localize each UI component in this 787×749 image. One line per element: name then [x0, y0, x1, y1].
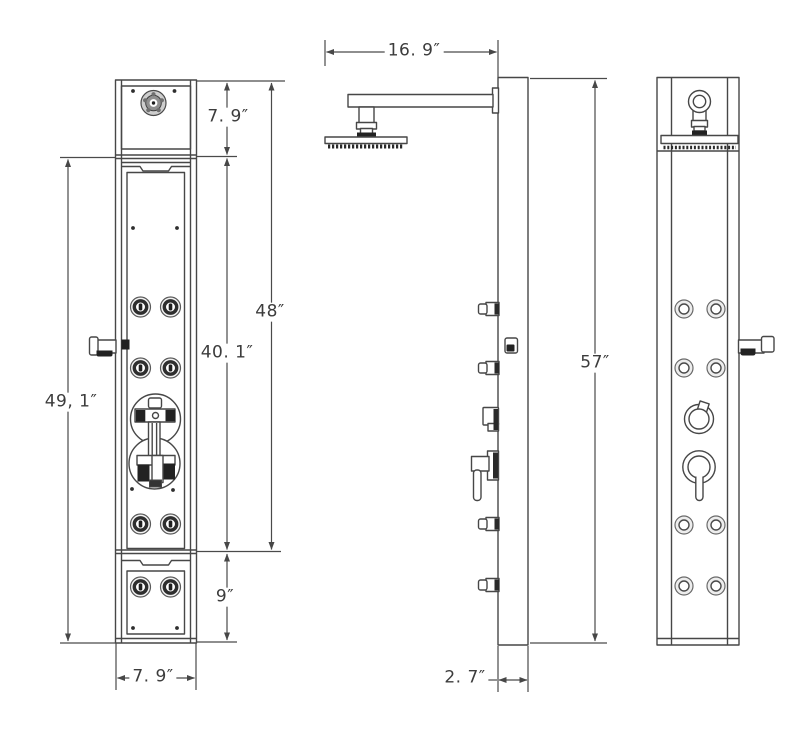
ball-joint [355, 106, 378, 138]
body-jet [128, 512, 153, 536]
diverter-knob-side [482, 406, 500, 432]
body-jet [674, 515, 694, 535]
dim-label-left-total: 49, 1″ [41, 392, 101, 412]
body-jet [674, 358, 694, 378]
panel-outline [656, 76, 740, 646]
jet-side [477, 301, 500, 317]
diverter-knob [683, 400, 715, 435]
jet-side [477, 360, 500, 376]
body-jet [706, 299, 726, 319]
screw-hole [175, 226, 179, 230]
main-section-box [126, 171, 186, 550]
tub-spout-right [737, 335, 775, 356]
dim-label-panel-width: 7. 9″ [129, 667, 177, 687]
rain-shower-head [324, 136, 408, 145]
screw-hole [131, 626, 135, 630]
dim-panel-depth [486, 646, 529, 692]
screw-hole [175, 626, 179, 630]
body-jet [706, 358, 726, 378]
body-jet [158, 512, 183, 536]
body-jet [158, 295, 183, 319]
screw-hole [171, 488, 175, 492]
panel-side-outline [497, 76, 529, 646]
dim-label-overall-height: 57″ [577, 353, 613, 373]
dim-label-main-span: 40. 1″ [197, 343, 257, 363]
mixer-lever [695, 476, 704, 502]
body-jet [128, 295, 153, 319]
dim-label-top-section: 7. 9″ [204, 107, 252, 127]
dim-label-panel-depth: 2. 7″ [441, 668, 489, 688]
jet-side [477, 516, 500, 532]
top-section-box [120, 85, 192, 150]
front-finished-view [656, 76, 775, 646]
dim-label-upper-span: 48″ [252, 302, 288, 322]
mixer-knob [682, 450, 716, 502]
screw-hole [130, 487, 134, 491]
body-jet [128, 575, 153, 599]
arm-supply-fitting [140, 89, 167, 117]
spout-end-side [504, 337, 519, 354]
shower-head-edge [660, 134, 739, 145]
body-jet [706, 515, 726, 535]
body-jet [158, 575, 183, 599]
bottom-section-box [126, 570, 186, 635]
arm-joint-front [687, 89, 712, 136]
dim-label-bottom-section: 9″ [212, 587, 238, 607]
tub-spout-left [88, 336, 130, 357]
body-jet [158, 356, 183, 380]
jet-side [477, 577, 500, 593]
screw-hole [172, 89, 177, 93]
body-jet [706, 576, 726, 596]
front-frame-view [88, 79, 198, 644]
dimension-lines [60, 40, 607, 692]
body-jet [674, 299, 694, 319]
mixer-valve-assembly [128, 393, 182, 490]
body-jet [674, 576, 694, 596]
dim-label-arm-reach: 16. 9″ [384, 41, 444, 61]
side-profile-view [324, 76, 529, 646]
lower-divider [115, 549, 197, 566]
shower-arm [347, 93, 494, 108]
upper-divider [115, 154, 197, 172]
screw-hole [131, 89, 135, 93]
screw-hole [131, 226, 135, 230]
body-jet [128, 356, 153, 380]
mixer-handle-side [470, 450, 500, 502]
